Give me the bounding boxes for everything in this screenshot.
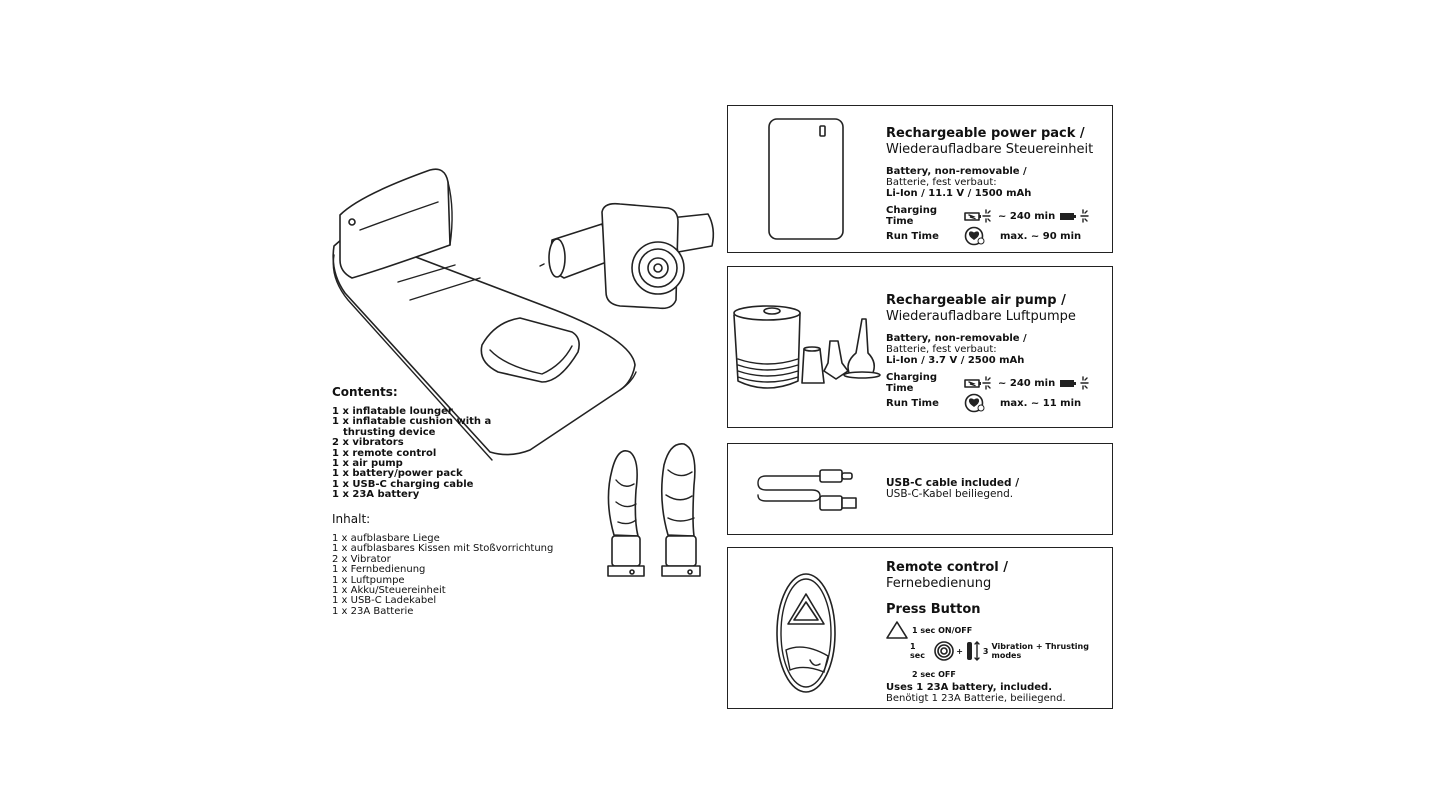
heart-timer-icon: [964, 393, 985, 413]
list-item: 1 x Luftpumpe: [332, 574, 405, 586]
contents-list-de: Inhalt: 1 x aufblasbare Liege 1 x aufbla…: [332, 512, 553, 617]
list-item: 1 x remote control: [332, 447, 437, 459]
air-pump-panel: Rechargeable air pump / Wiederaufladbare…: [727, 266, 1113, 428]
remote-battery-de: Benötigt 1 23A Batterie, beiliegend.: [886, 693, 1066, 704]
battery-spec: Li-Ion / 3.7 V / 2500 mAh: [886, 355, 1025, 366]
charging-time-label: Charging Time: [886, 372, 938, 394]
contents-title-de: Inhalt:: [332, 512, 371, 526]
power-pack-illustration: [768, 118, 844, 240]
vibrators-illustration: [607, 443, 701, 577]
run-time-label: Run Time: [886, 397, 939, 409]
contents-list-en: Contents: 1 x inflatable lounger 1 x inf…: [332, 385, 491, 501]
remote-battery: Uses 1 23A battery, included.: [886, 682, 1052, 693]
air-pump-title-de: Wiederaufladbare Luftpumpe: [886, 309, 1076, 324]
run-time-value: max. ~ 90 min: [1000, 230, 1082, 242]
list-item: 1 x USB-C charging cable: [332, 478, 474, 490]
battery-full-icon: [1060, 209, 1089, 223]
usb-cable-text: USB-C cable included /: [886, 477, 1020, 489]
step-mode-text: Vibration + Thrusting modes: [991, 642, 1089, 660]
list-item: 1 x Fernbedienung: [332, 564, 426, 576]
battery-spec: Li-Ion / 11.1 V / 1500 mAh: [886, 188, 1032, 199]
thrusting-cushion-illustration: [539, 202, 715, 310]
charging-time-label: Charging Time: [886, 205, 938, 227]
list-item: 2 x Vibrator: [332, 553, 391, 565]
usb-cable-text-de: USB-C-Kabel beiliegend.: [886, 488, 1014, 500]
battery-charging-icon: [964, 209, 991, 223]
usb-cable-panel: USB-C cable included / USB-C-Kabel beili…: [727, 443, 1113, 535]
press-button-label: Press Button: [886, 602, 981, 617]
vibrator-icon: [966, 641, 980, 661]
list-item: 1 x air pump: [332, 458, 403, 470]
power-pack-panel: Rechargeable power pack / Wiederaufladba…: [727, 105, 1113, 253]
air-pump-title: Rechargeable air pump /: [886, 293, 1066, 308]
heart-timer-icon: [964, 226, 985, 246]
triangle-button-icon: [886, 621, 908, 639]
battery-charging-icon: [964, 376, 991, 390]
power-pack-title-de: Wiederaufladbare Steuereinheit: [886, 142, 1094, 157]
list-item: 1 x battery/power pack: [332, 468, 463, 480]
list-item: 1 x Akku/Steuereinheit: [332, 585, 446, 597]
run-time-label: Run Time: [886, 230, 939, 242]
contents-title: Contents:: [332, 385, 398, 399]
list-item: 1 x 23A Batterie: [332, 605, 414, 617]
list-item: thrusting device: [343, 426, 436, 438]
list-item: 1 x inflatable cushion with a: [332, 416, 492, 428]
circle-button-icon: [934, 641, 955, 661]
remote-control-illustration: [776, 573, 836, 693]
charging-time-value: ~ 240 min: [998, 210, 1056, 222]
step-mode-sec: 1 sec: [910, 642, 925, 660]
step-off: 2 sec OFF: [912, 670, 956, 679]
battery-label: Battery, non-removable /: [886, 166, 1027, 177]
power-pack-title: Rechargeable power pack /: [886, 126, 1085, 141]
list-item: 1 x USB-C Ladekabel: [332, 595, 437, 607]
battery-label-de: Batterie, fest verbaut:: [886, 344, 997, 355]
list-item: 1 x 23A battery: [332, 489, 420, 501]
air-pump-illustration: [733, 305, 881, 389]
inflatable-lounger-illustration: [332, 168, 637, 461]
remote-title-de: Fernebedienung: [886, 576, 992, 591]
remote-control-panel: Remote control / Fernebedienung Press Bu…: [727, 547, 1113, 709]
list-item: 1 x aufblasbares Kissen mit Stoßvorricht…: [332, 543, 554, 555]
battery-full-icon: [1060, 376, 1089, 390]
step-on-off: 1 sec ON/OFF: [912, 625, 973, 635]
list-item: 1 x aufblasbare Liege: [332, 533, 440, 544]
charging-time-value: ~ 240 min: [998, 377, 1056, 389]
list-item: 1 x inflatable lounger: [332, 406, 453, 417]
battery-label: Battery, non-removable /: [886, 333, 1027, 344]
list-item: 2 x vibrators: [332, 437, 404, 449]
usb-cable-illustration: [757, 469, 857, 511]
remote-title: Remote control /: [886, 560, 1009, 575]
run-time-value: max. ~ 11 min: [1000, 397, 1082, 409]
battery-label-de: Batterie, fest verbaut:: [886, 177, 997, 188]
step-mode-number: 3: [982, 646, 989, 656]
